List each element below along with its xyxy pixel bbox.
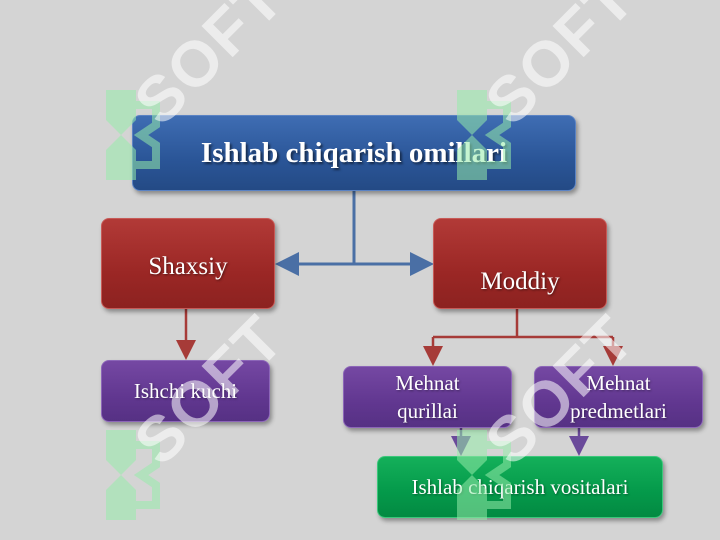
mehnat-predmetlari-node: Mehnat predmetlari [534,366,703,428]
vositalari-node: Ishlab chiqarish vositalari [377,456,663,518]
root-node-label: Ishlab chiqarish omillari [200,136,508,169]
shaxsiy-node: Shaxsiy [101,218,275,309]
root-node: Ishlab chiqarish omillari [132,115,576,191]
mehnat-qurillai-label-line2: qurillai [397,399,458,423]
moddiy-node-label: Moddiy [480,268,560,295]
mehnat-qurillai-node: Mehnat qurillai [343,366,512,428]
mehnat-predmetlari-label-line2: predmetlari [570,399,667,423]
shaxsiy-node-label: Shaxsiy [148,253,228,280]
mehnat-qurillai-label-line1: Mehnat [395,371,460,395]
mehnat-predmetlari-label-line1: Mehnat [586,371,651,395]
moddiy-node: Moddiy [433,218,607,309]
ishchi-kuchi-node: Ishchi kuchi [101,360,270,422]
vositalari-label: Ishlab chiqarish vositalari [411,474,629,499]
ishchi-kuchi-label: Ishchi kuchi [133,379,238,403]
